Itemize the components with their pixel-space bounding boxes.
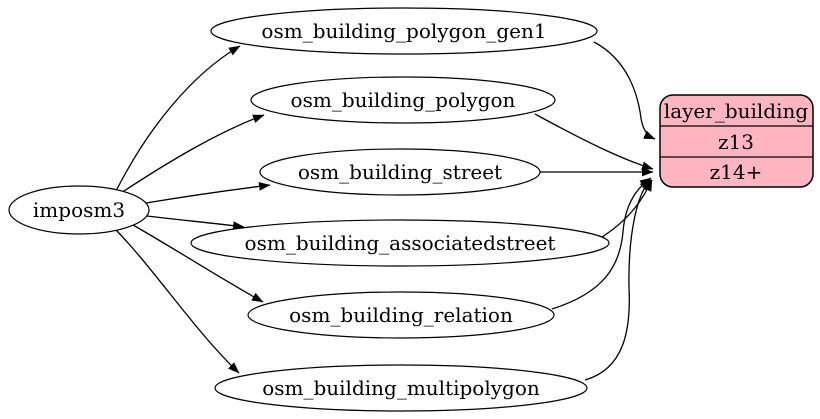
edge-imposm3-to-osm-building-associatedstreet: [146, 215, 245, 231]
edge-imposm3-to-osm-building-polygon-gen1: [115, 45, 241, 192]
layer-building-title: layer_building: [664, 99, 809, 123]
osm-building-street-ellipse: [259, 148, 541, 196]
osm-building-polygon-gen1-label: osm_building_polygon_gen1: [261, 19, 546, 43]
node-osm-building-polygon-gen1: osm_building_polygon_gen1: [210, 7, 598, 55]
osm-building-multipolygon-label: osm_building_multipolygon: [262, 376, 540, 400]
edge-imposm3-to-osm-building-multipolygon: [115, 229, 240, 374]
edge-osm-building-relation-to-z14plus: [551, 177, 652, 310]
edge-imposm3-to-osm-building-polygon: [120, 114, 265, 194]
osm-building-relation-ellipse: [247, 291, 555, 339]
edge-osm-building-multipolygon-to-z14plus: [584, 179, 652, 381]
osm-building-street-label: osm_building_street: [298, 160, 502, 184]
layer-building-row-z13: z13: [718, 130, 754, 154]
node-imposm3: imposm3: [8, 185, 150, 235]
osm-building-polygon-gen1-ellipse: [210, 7, 598, 55]
node-layer-building: layer_building z13 z14+: [659, 94, 814, 188]
edge-osm-building-polygon-gen1-to-z13: [593, 41, 656, 140]
osm-building-relation-label: osm_building_relation: [289, 303, 513, 327]
edges-source-to-tables: [115, 45, 271, 374]
imposm3-ellipse: [8, 185, 150, 235]
node-osm-building-associatedstreet: osm_building_associatedstreet: [190, 219, 610, 267]
edges-tables-to-layer: [534, 41, 656, 381]
osm-building-polygon-label: osm_building_polygon: [291, 88, 516, 112]
node-osm-building-relation: osm_building_relation: [247, 291, 555, 339]
edge-osm-building-polygon-to-z14plus: [534, 113, 654, 170]
node-osm-building-polygon: osm_building_polygon: [250, 76, 556, 124]
layer-building-row-z14plus: z14+: [710, 160, 763, 184]
layer-building-box: [659, 94, 814, 188]
node-osm-building-multipolygon: osm_building_multipolygon: [214, 364, 588, 412]
imposm3-label: imposm3: [33, 198, 125, 222]
edge-imposm3-to-osm-building-relation: [132, 224, 264, 303]
osm-building-multipolygon-ellipse: [214, 364, 588, 412]
node-osm-building-street: osm_building_street: [259, 148, 541, 196]
osm-building-polygon-ellipse: [250, 76, 556, 124]
osm-building-associatedstreet-label: osm_building_associatedstreet: [245, 231, 556, 255]
edge-imposm3-to-osm-building-street: [145, 181, 271, 204]
osm-building-associatedstreet-ellipse: [190, 219, 610, 267]
